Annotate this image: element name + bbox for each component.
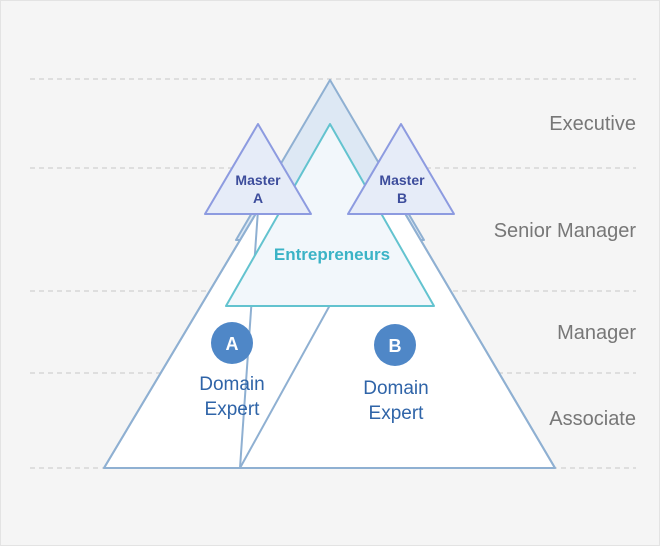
expert-b-label-line1: Domain [363,378,428,399]
master-a-triangle [204,123,312,215]
master-a-label-line2: A [253,190,263,206]
level-label-senior-manager: Senior Manager [494,220,637,242]
expert-b-badge-letter: B [389,336,402,356]
expert-a-label-line1: Domain [199,374,264,395]
expert-a-badge [211,322,253,364]
expert-a-badge-letter: A [226,334,239,354]
level-label-executive: Executive [549,113,636,135]
master-b-label-line1: Master [379,172,425,188]
expert-b-label-line2: Expert [369,403,425,424]
entrepreneurs-label: Entrepreneurs [274,245,390,264]
expert-a-label-line2: Expert [205,399,261,420]
master-b-triangle [347,123,455,215]
master-a-label-line1: Master [235,172,281,188]
level-label-associate: Associate [549,408,636,430]
domain-expert-b-left-edge [239,304,331,469]
domain-expert-b-outline [240,209,556,469]
master-b-label-line2: B [397,190,407,206]
level-label-manager: Manager [557,322,636,344]
expert-b-badge [374,324,416,366]
